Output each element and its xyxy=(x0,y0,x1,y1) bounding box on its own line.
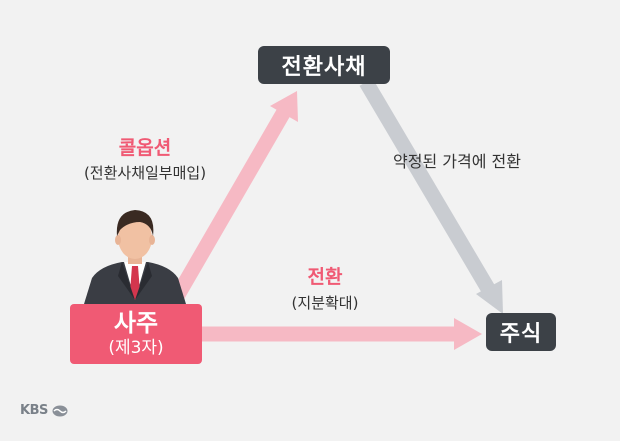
node-owner-title: 사주 xyxy=(113,309,159,337)
arrow-owner-to-stock xyxy=(200,318,482,350)
call-option-title: 콜옵션 xyxy=(118,137,172,159)
node-convertible-bond: 전환사채 xyxy=(258,46,390,84)
businessman-avatar xyxy=(84,210,186,304)
call-option-subtitle: (전환사채일부매입) xyxy=(83,164,207,182)
conversion-subtitle: (지분확대) xyxy=(291,294,359,312)
kbs-logo: KBS xyxy=(20,403,68,418)
node-stock: 주식 xyxy=(486,313,556,351)
arrow-bond-to-stock xyxy=(359,78,503,314)
bond-to-stock-label: 약정된 가격에 전환 xyxy=(393,152,521,171)
node-convertible-bond-label: 전환사채 xyxy=(281,55,367,80)
kbs-logo-text: KBS xyxy=(20,403,48,418)
node-owner-subtitle: (제3자) xyxy=(108,338,164,358)
arrow-owner-to-bond xyxy=(168,91,298,304)
kbs-logo-icon xyxy=(52,405,68,416)
conversion-title: 전환 xyxy=(307,266,343,288)
node-owner: 사주 (제3자) xyxy=(70,304,202,364)
node-stock-label: 주식 xyxy=(499,322,543,347)
